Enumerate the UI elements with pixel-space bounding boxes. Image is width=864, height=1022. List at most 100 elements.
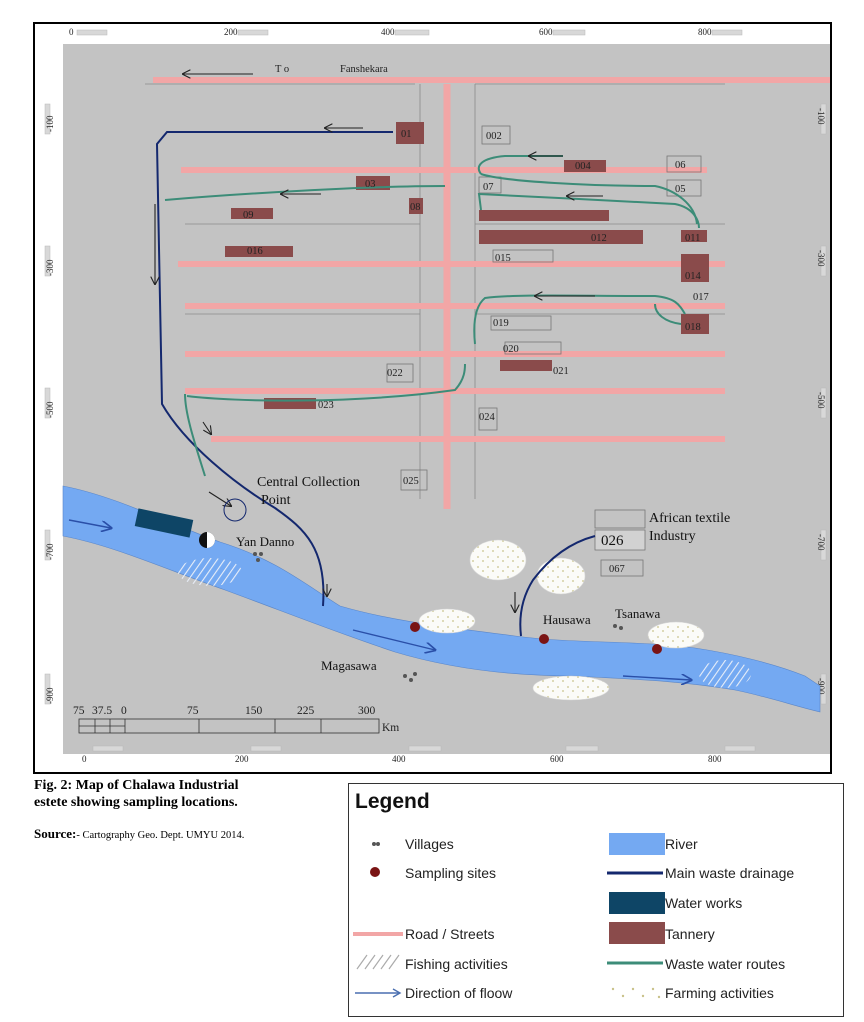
- svg-text:01: 01: [401, 129, 412, 140]
- scale-unit: Km: [382, 722, 399, 734]
- svg-text:05: 05: [675, 184, 686, 195]
- legend-waste-water-icon: [607, 961, 663, 965]
- legend-sampling-icon: [370, 867, 380, 877]
- svg-text:023: 023: [318, 400, 334, 411]
- hausawa-label: Hausawa: [543, 612, 591, 627]
- svg-text:300: 300: [358, 705, 376, 717]
- main-waste-drainage: [155, 131, 596, 637]
- legend-drainage-icon: [607, 871, 663, 875]
- fishing-areas: [178, 558, 751, 688]
- sampling-sites: [410, 622, 662, 654]
- right-tick-300: -300: [816, 250, 826, 267]
- right-tick-900: -900: [816, 678, 826, 695]
- svg-text:067: 067: [609, 564, 625, 575]
- legend-tannery-icon: [609, 922, 665, 944]
- svg-text:150: 150: [245, 705, 263, 717]
- to-label: T o: [275, 64, 289, 75]
- svg-text:016: 016: [247, 246, 263, 257]
- place-labels: 026 Central Collection Point African tex…: [236, 475, 730, 673]
- industry-label: Industry: [649, 529, 696, 544]
- central-collection-point-marker: [223, 498, 247, 522]
- tsanawa-label: Tsanawa: [615, 606, 661, 621]
- bottom-tick-0: 0: [82, 754, 87, 764]
- legend-direction: Direction of floow: [405, 985, 513, 1001]
- figure-source: Source:- Cartography Geo. Dept. UMYU 201…: [34, 826, 354, 842]
- legend-river: River: [665, 836, 698, 852]
- figure-caption: Fig. 2: Map of Chalawa Industrial estete…: [34, 777, 344, 811]
- svg-text:0: 0: [121, 705, 127, 717]
- caption-line-1: Fig. 2: Map of Chalawa Industrial: [34, 778, 239, 793]
- svg-text:75: 75: [73, 705, 85, 717]
- left-tick-900: -900: [45, 687, 55, 704]
- legend-tannery: Tannery: [665, 926, 715, 942]
- svg-text:225: 225: [297, 705, 315, 717]
- top-tick-600: 600: [539, 27, 553, 37]
- svg-text:024: 024: [479, 412, 496, 423]
- legend-villages: Villages: [405, 836, 454, 852]
- left-tick-700: -700: [45, 543, 55, 560]
- svg-text:022: 022: [387, 368, 403, 379]
- central-collection-label: Central Collection: [257, 475, 360, 490]
- right-tick-700: -700: [816, 534, 826, 551]
- svg-text:015: 015: [495, 253, 511, 264]
- legend-waste-water: Waste water routes: [665, 956, 786, 972]
- svg-text:75: 75: [187, 705, 199, 717]
- legend-road: Road / Streets: [405, 926, 495, 942]
- legend-farming-icon: [611, 987, 661, 999]
- legend-fishing: Fishing activities: [405, 956, 508, 972]
- yandanno-label: Yan Danno: [236, 534, 294, 549]
- legend: Legend Villages Sampling sites Road / St…: [348, 783, 844, 1017]
- site-026-label: 026: [601, 533, 624, 549]
- left-tick-500: -500: [45, 401, 55, 418]
- fanshekara-label: Fanshekara: [340, 64, 388, 75]
- bottom-tick-400: 400: [392, 754, 406, 764]
- top-tick-0: 0: [69, 27, 74, 37]
- svg-text:020: 020: [503, 344, 519, 355]
- source-text: - Cartography Geo. Dept. UMYU 2014.: [76, 830, 245, 841]
- legend-direction-icon: [355, 988, 402, 998]
- top-tick-200: 200: [224, 27, 238, 37]
- scale-bar: [78, 718, 380, 734]
- river-flow-arrows: [68, 519, 691, 680]
- svg-text:011: 011: [685, 233, 700, 244]
- svg-text:025: 025: [403, 476, 419, 487]
- map-canvas: 0 200 400 600 800 0 200 400 600 800 -100…: [44, 27, 830, 764]
- legend-villages-icon: [372, 842, 380, 846]
- svg-text:014: 014: [685, 271, 702, 282]
- flow-arrows: [155, 74, 603, 612]
- source-label: Source:: [34, 826, 77, 841]
- svg-text:37.5: 37.5: [92, 705, 112, 717]
- caption-line-2: estete showing sampling locations.: [34, 795, 238, 810]
- legend-water-works: Water works: [665, 895, 743, 911]
- svg-text:002: 002: [486, 131, 502, 142]
- svg-text:004: 004: [575, 161, 592, 172]
- legend-road-icon: [353, 932, 403, 936]
- svg-text:021: 021: [553, 366, 569, 377]
- magasawa-label: Magasawa: [321, 658, 377, 673]
- svg-text:012: 012: [591, 233, 607, 244]
- legend-sampling-sites: Sampling sites: [405, 865, 497, 881]
- scale-labels: 75 37.5 0 75 150 225 300 Km: [73, 705, 399, 734]
- map-frame: 0 200 400 600 800 0 200 400 600 800 -100…: [33, 22, 832, 774]
- water-works: [134, 508, 194, 538]
- water-works-marker: [199, 532, 215, 548]
- legend-fishing-icon: [356, 954, 400, 970]
- right-tick-100: -100: [816, 108, 826, 125]
- svg-text:03: 03: [365, 179, 376, 190]
- top-tick-800: 800: [698, 27, 712, 37]
- svg-text:017: 017: [693, 292, 709, 303]
- svg-text:06: 06: [675, 160, 686, 171]
- legend-title: Legend: [355, 790, 430, 813]
- axis-labels: 0 200 400 600 800 0 200 400 600 800 -100…: [45, 27, 826, 764]
- central-point-label: Point: [261, 493, 291, 508]
- svg-text:07: 07: [483, 182, 494, 193]
- legend-river-icon: [609, 833, 665, 855]
- top-tick-400: 400: [381, 27, 395, 37]
- village-markers: [253, 552, 623, 682]
- legend-main-drainage: Main waste drainage: [665, 865, 795, 881]
- legend-water-works-icon: [609, 892, 665, 914]
- river: [62, 485, 821, 713]
- svg-text:09: 09: [243, 210, 254, 221]
- label-boxes: [386, 125, 702, 577]
- african-textile-label: African textile: [649, 511, 730, 526]
